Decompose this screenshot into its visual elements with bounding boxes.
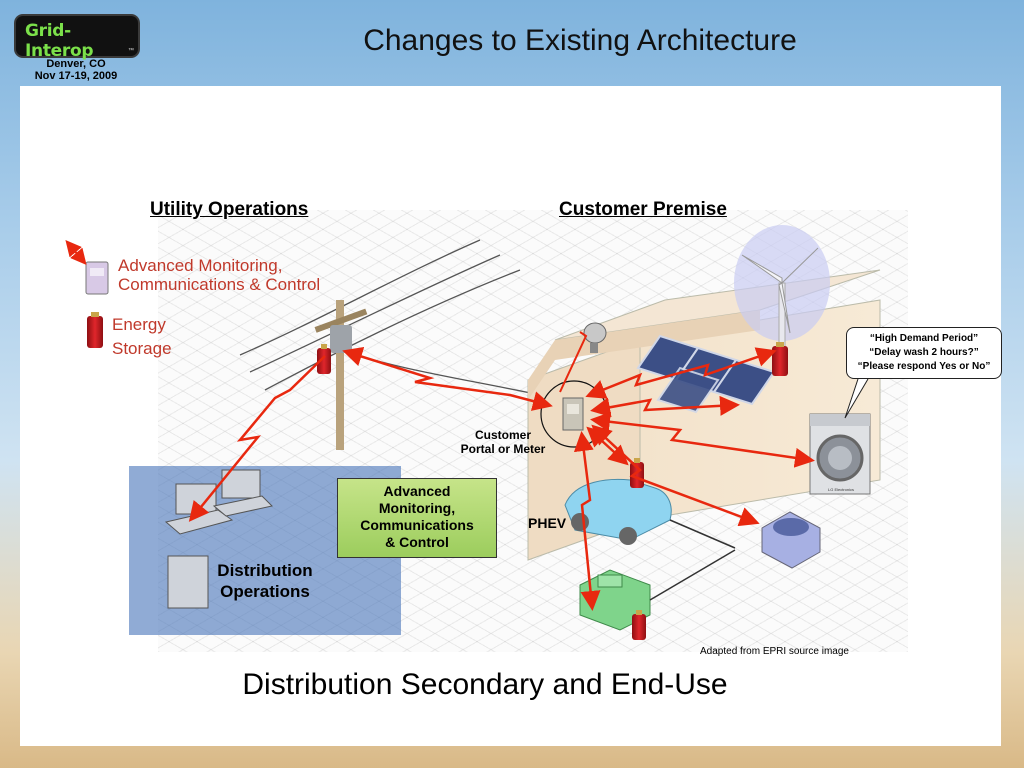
legend-arrow-icon — [65, 239, 87, 266]
legend-es-line1: Energy — [112, 315, 166, 334]
distribution-ops-line1: Distribution — [217, 561, 313, 580]
slide-title: Changes to Existing Architecture — [363, 24, 797, 57]
grid-interop-logo: Grid-Interop ™ — [16, 16, 138, 61]
customer-portal-line2: Portal or Meter — [460, 442, 546, 456]
legend-amc-line1: Advanced Monitoring, — [118, 256, 283, 275]
distribution-ops-line2: Operations — [220, 582, 310, 601]
amc-green-box: Advanced Monitoring, Communications & Co… — [337, 478, 497, 558]
customer-portal-line1: Customer — [474, 428, 531, 442]
hvac-unit — [761, 511, 821, 569]
green-box-line1: Advanced — [383, 483, 451, 499]
premise-battery-icon — [772, 342, 788, 376]
legend-energy-storage-label: Energy Storage — [112, 313, 172, 361]
demand-response-speech-bubble: “High Demand Period” “Delay wash 2 hours… — [846, 327, 1002, 379]
legend-amc-line2: Communications & Control — [118, 275, 321, 294]
green-box-line2: Monitoring, — [378, 500, 456, 516]
utility-operations-header: Utility Operations — [150, 199, 309, 220]
source-credit: Adapted from EPRI source image — [700, 646, 849, 657]
washer-brand: LG Electronics — [828, 487, 854, 492]
generator-battery-icon — [632, 610, 646, 640]
customer-premise-header: Customer Premise — [559, 199, 727, 220]
utility-pole — [314, 300, 368, 450]
legend-amc-label: Advanced Monitoring, Communications & Co… — [118, 256, 320, 294]
speech-line3: “Please respond Yes or No” — [857, 361, 991, 372]
speech-line2: “Delay wash 2 hours?” — [869, 347, 979, 358]
customer-portal-label: Customer Portal or Meter — [440, 428, 566, 456]
green-box-line4: & Control — [385, 534, 449, 550]
energy-storage-legend-icon — [87, 312, 103, 348]
pole-battery-icon — [317, 344, 331, 374]
legend-es-line2: Storage — [112, 339, 172, 358]
green-box-line3: Communications — [360, 517, 474, 533]
speech-line1: “High Demand Period” — [869, 333, 979, 344]
logo-text: Grid-Interop — [25, 21, 94, 61]
event-place: Denver, CO — [46, 58, 106, 70]
washing-machine: LG Electronics — [809, 413, 871, 495]
backup-generator — [579, 549, 736, 631]
distribution-operations-label: Distribution Operations — [196, 560, 334, 602]
logo-trademark: ™ — [128, 48, 134, 54]
communication-arrows — [188, 331, 815, 611]
phev-label: PHEV — [528, 515, 567, 531]
event-date: Nov 17-19, 2009 — [34, 70, 118, 82]
bottom-title: Distribution Secondary and End-Use — [242, 668, 728, 701]
monitoring-device-icon — [85, 261, 109, 295]
